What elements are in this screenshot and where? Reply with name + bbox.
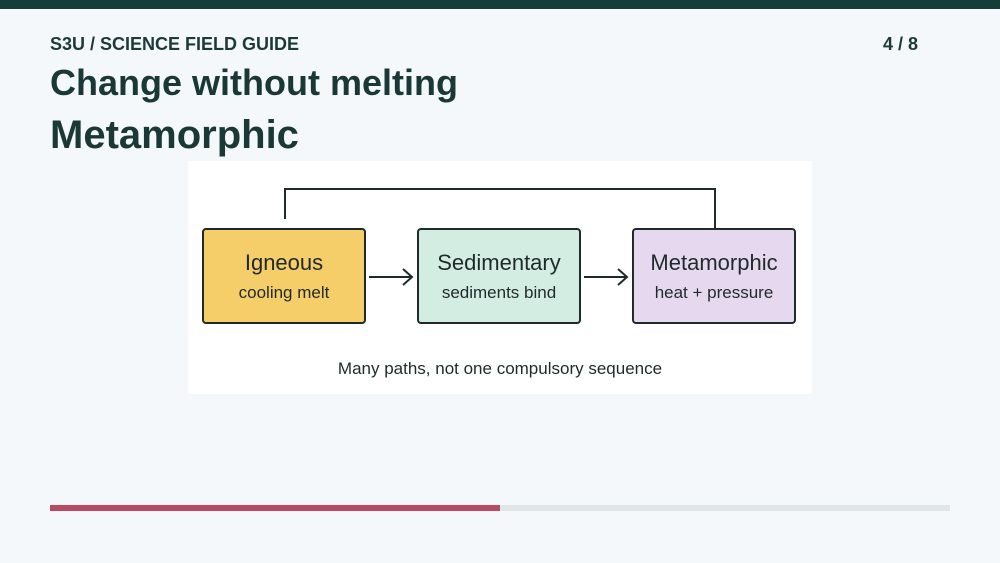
- top-accent-bar: [0, 0, 1000, 9]
- page-indicator: 4 / 8: [882, 34, 918, 54]
- slide-title: Change without melting: [50, 62, 458, 103]
- arrowhead-sedimentary-to-metamorphic: [617, 268, 629, 286]
- node-metamorphic: Metamorphic heat + pressure: [632, 228, 796, 324]
- diagram-caption: Many paths, not one compulsory sequence: [337, 359, 663, 378]
- node-sedimentary-description: sediments bind: [441, 283, 557, 302]
- arrowhead-igneous-to-sedimentary: [402, 268, 414, 286]
- node-metamorphic-description: heat + pressure: [654, 283, 774, 302]
- node-sedimentary-name: Sedimentary: [437, 250, 561, 275]
- diagram-connectors: [284, 188, 716, 286]
- node-igneous: Igneous cooling melt: [202, 228, 366, 324]
- node-metamorphic-name: Metamorphic: [650, 250, 778, 275]
- progress-track: [50, 505, 950, 511]
- slide-subtitle: Metamorphic: [50, 113, 299, 157]
- loop-connector-metamorphic-to-igneous: [284, 188, 716, 228]
- node-igneous-name: Igneous: [244, 250, 324, 275]
- progress-fill: [50, 505, 500, 511]
- node-igneous-description: cooling melt: [238, 283, 330, 302]
- node-sedimentary: Sedimentary sediments bind: [417, 228, 581, 324]
- course-label: S3U / SCIENCE FIELD GUIDE: [50, 34, 300, 54]
- rock-cycle-diagram: Igneous cooling melt Sedimentary sedimen…: [188, 161, 812, 394]
